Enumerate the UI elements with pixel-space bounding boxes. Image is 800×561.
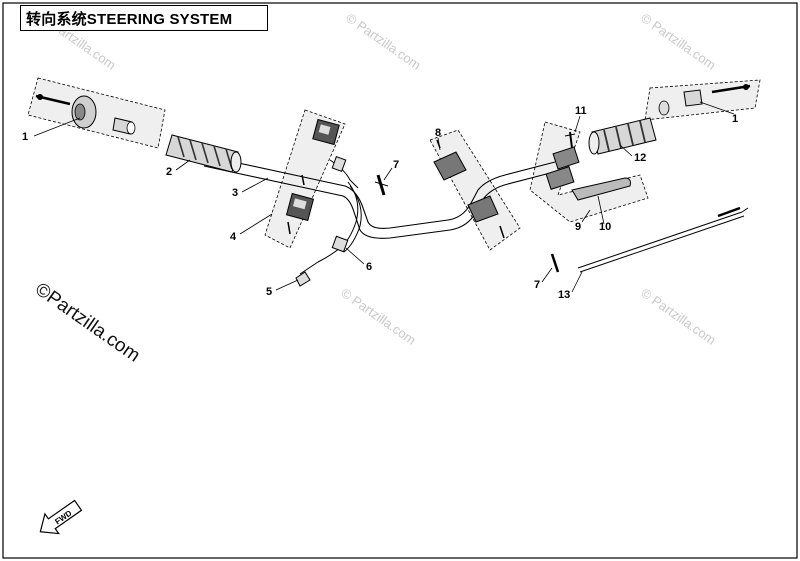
callout-3: 3	[232, 187, 238, 199]
callout-12: 12	[634, 152, 646, 164]
left-grip	[165, 134, 242, 173]
callout-6: 6	[366, 261, 372, 273]
group-box-right-lever	[529, 121, 649, 223]
callouts: 1 2 3 4 5 6 7 8 9 10 11 12 7 13 1	[22, 105, 738, 301]
left-switch-housing	[285, 118, 340, 235]
callout-13: 13	[558, 289, 570, 301]
callout-5: 5	[266, 286, 272, 298]
handlebar-clamp	[433, 139, 505, 239]
callout-11: 11	[575, 105, 587, 117]
title-box	[20, 5, 268, 31]
callout-9: 9	[575, 221, 581, 233]
callout-4: 4	[230, 231, 237, 243]
watermark-top-right: © Partzilla.com	[638, 10, 718, 73]
left-bar-end	[35, 94, 136, 135]
bolt-right	[550, 253, 560, 273]
right-lever-assembly	[545, 131, 631, 201]
callout-8: 8	[435, 127, 441, 139]
bolt-left	[374, 174, 389, 196]
left-lever-cable	[299, 156, 362, 275]
right-bar-end	[658, 84, 751, 116]
fwd-arrow: FWD	[39, 499, 83, 535]
watermark-top-center: © Partzilla.com	[343, 10, 423, 73]
callout-10: 10	[599, 221, 611, 233]
diagram-title: 转向系统STEERING SYSTEM	[26, 11, 233, 28]
watermark-large: ©Partzilla.com	[31, 279, 144, 367]
cable-end-left	[295, 271, 311, 287]
callout-1-left: 1	[22, 131, 28, 143]
callout-7-left: 7	[393, 159, 399, 171]
watermark-mid-center: © Partzilla.com	[338, 285, 418, 348]
group-box-left-grip-parts	[27, 77, 166, 149]
callout-1-right: 1	[732, 113, 738, 125]
group-box-clamp	[429, 129, 521, 251]
callout-2: 2	[166, 166, 172, 178]
handlebar	[203, 155, 559, 239]
group-box-left-switch	[264, 109, 346, 249]
right-grip	[588, 117, 657, 155]
watermark-mid-right: © Partzilla.com	[638, 285, 718, 348]
callout-7-right: 7	[534, 279, 540, 291]
leader-lines	[33, 101, 735, 293]
throttle-cable	[577, 206, 749, 273]
